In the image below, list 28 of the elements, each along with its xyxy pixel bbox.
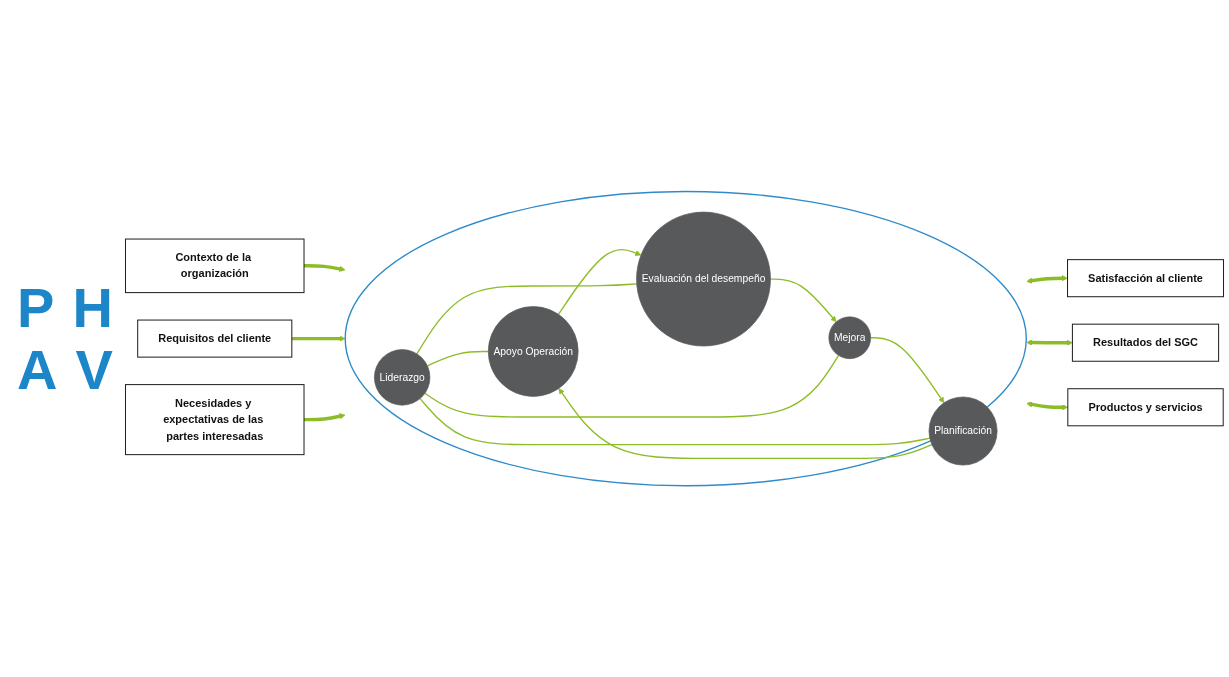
node-box: Necesidades y expectativas de las partes interesadas [125, 384, 305, 456]
node-circle: Liderazgo [374, 349, 431, 406]
cycle-letter: H [72, 279, 113, 336]
node-box: Productos y servicios [1067, 388, 1224, 427]
connector [416, 283, 638, 355]
arrow [304, 413, 346, 422]
node-circle: Apoyo Operación [487, 306, 579, 397]
arrow [769, 278, 837, 323]
node-box: Resultados del SGC [1071, 323, 1220, 362]
arrow [557, 248, 642, 315]
connector [426, 350, 489, 367]
arrow [1026, 339, 1073, 346]
connector [424, 354, 840, 418]
node-circle: Mejora [828, 316, 871, 359]
node-box: Satisfacción al cliente [1067, 259, 1224, 298]
cycle-letter: V [75, 341, 113, 398]
node-box: Contexto de la organización [125, 238, 305, 293]
node-box: Requisitos del cliente [137, 319, 293, 358]
arrow [304, 264, 346, 272]
arrow [558, 388, 933, 459]
arrow [869, 336, 945, 403]
arrow [291, 335, 346, 342]
connector [419, 397, 931, 446]
node-circle: Evaluación del desempeño [636, 211, 771, 347]
cycle-letter: A [17, 341, 58, 398]
cycle-letter: P [17, 279, 55, 336]
node-circle: Planificación [928, 396, 998, 466]
arrow [1026, 275, 1068, 284]
